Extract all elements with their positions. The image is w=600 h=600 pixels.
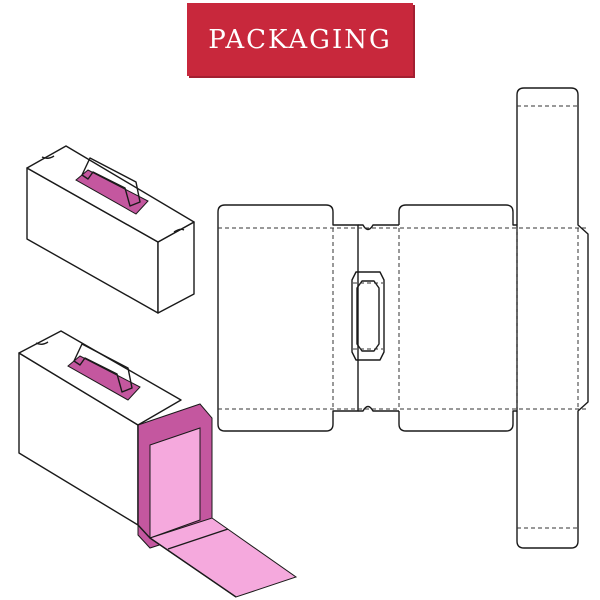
banner-title: PACKAGING: [208, 24, 392, 55]
open-box: [18, 330, 298, 598]
closed-box: [26, 145, 195, 314]
title-banner: PACKAGING: [187, 3, 413, 76]
closed-box-handle-slot: [75, 169, 149, 215]
closed-box-handle: [81, 157, 141, 207]
dieline-left-panel: [217, 204, 359, 432]
open-box-handle-slot: [67, 355, 141, 401]
open-box-inner-panel: [149, 427, 201, 539]
dieline-side-strip: [516, 87, 589, 549]
dieline: [217, 87, 589, 549]
open-box-handle: [73, 343, 133, 393]
dieline-handle-cutout: [351, 271, 385, 361]
dieline-right-panel: [398, 204, 518, 432]
